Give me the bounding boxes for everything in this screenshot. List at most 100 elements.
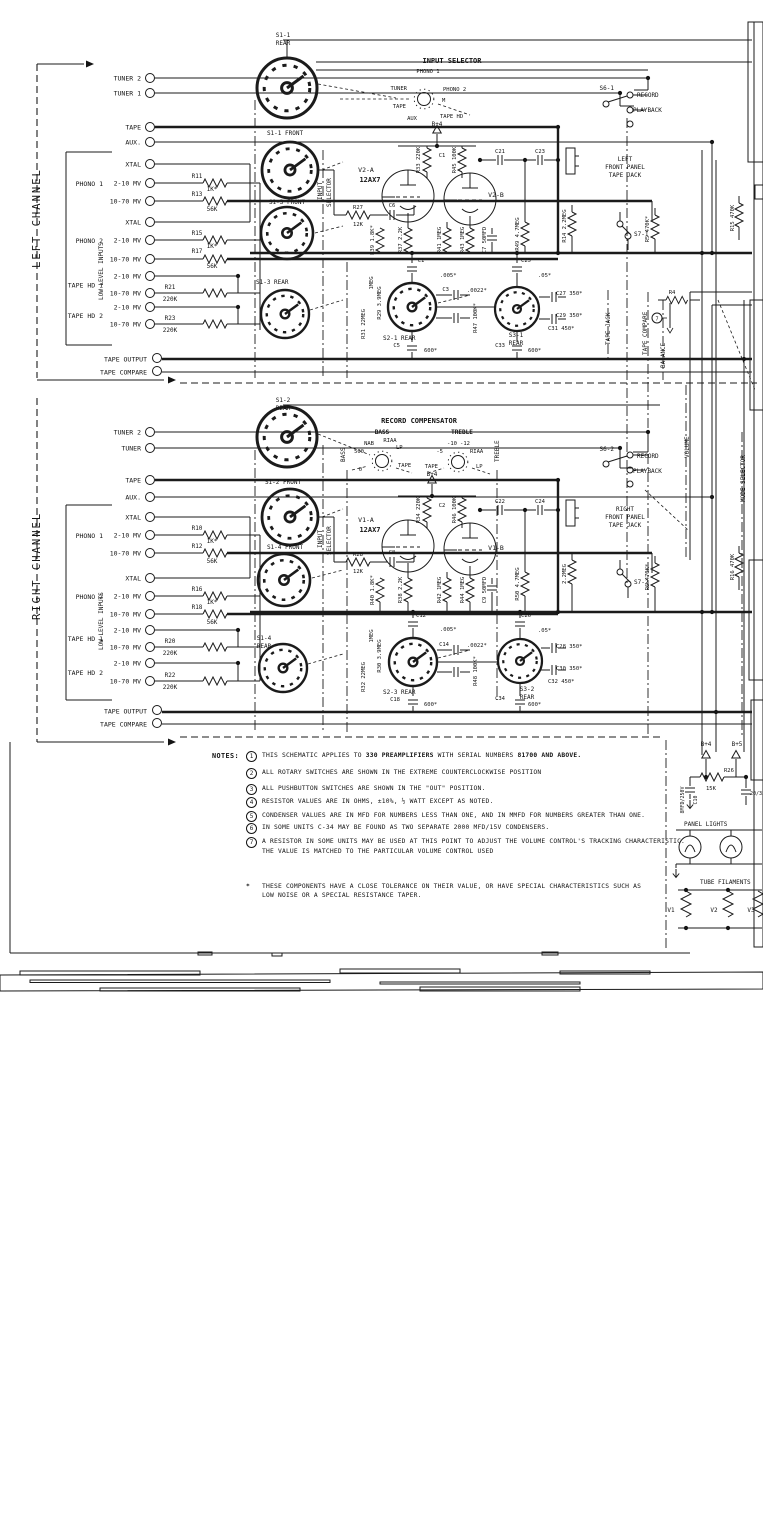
part-label: R48 100K*: [473, 656, 479, 686]
terminal-label: TUNER: [121, 445, 141, 453]
terminal-label: XTAL: [125, 161, 141, 169]
part-label: R47 100K*: [473, 303, 479, 333]
part-label: R45 100K: [452, 146, 458, 173]
switch-label: S1-4: [257, 635, 272, 642]
switch-label: S1-2: [276, 397, 291, 404]
part-label: C29 350*: [556, 313, 583, 319]
part-label: 15K: [706, 786, 717, 792]
part-label: 56K: [207, 619, 218, 626]
selector-pos: PHONO 1: [416, 69, 439, 75]
part-label: R21: [165, 284, 176, 291]
terminal-label: 2-10 MV: [114, 593, 141, 601]
terminal-label: TAPE: [125, 477, 141, 485]
part-label: R4: [669, 290, 676, 296]
selector-pos: TUNER: [390, 86, 407, 92]
terminal-label: XTAL: [125, 219, 141, 227]
part-label: R28: [353, 552, 363, 558]
low-level-inputs-label: LOW LEVEL INPUTS: [98, 592, 105, 650]
switch-label: S1-1 FRONT: [267, 130, 304, 137]
dial-pos: -12: [460, 441, 470, 447]
control-shaft-lines: [254, 100, 743, 738]
terminal-label: 2-10 MV: [114, 304, 141, 312]
supply-label: B+4: [701, 741, 712, 748]
part-label: C1: [418, 258, 425, 264]
right-channel-labels: RIGHT CHANNEL LOW LEVEL INPUTS TUNER 2 T…: [31, 397, 736, 729]
group-label: PHONO 2: [76, 237, 103, 245]
part-label: R39 1.8K*: [370, 225, 376, 255]
part-label: 1K*: [207, 599, 218, 606]
input-selector-vertical: INPUT: [317, 182, 324, 200]
bass-label: BASS: [375, 429, 390, 436]
terminal-label: XTAL: [125, 575, 141, 583]
selector-dials: [340, 88, 491, 475]
part-label: C5: [393, 343, 400, 349]
part-label: C8: [389, 550, 396, 556]
part-label: R17: [192, 248, 203, 255]
playback-label: PLAYBACK: [633, 468, 662, 475]
group-label: TAPE HD 1: [68, 282, 103, 290]
part-label: C25: [521, 258, 531, 264]
terminal-label: 10-70 MV: [110, 644, 141, 652]
part-label: R6 470K*: [645, 564, 651, 591]
right-tube-stage: [318, 475, 561, 612]
part-label: C32 450*: [548, 679, 575, 685]
note-line: CONDENSER VALUES ARE IN MFD FOR NUMBERS …: [262, 812, 646, 819]
part-label: 600*: [528, 348, 541, 354]
frame-and-brackets: [9, 39, 757, 954]
part-label: 12K: [353, 569, 364, 575]
part-label: R13: [192, 191, 203, 198]
part-label: C7 50MFD: [482, 227, 488, 254]
selector-pos: M: [442, 98, 446, 104]
part-label: R50 4.7MEG: [515, 567, 521, 600]
part-label: 600*: [424, 702, 437, 708]
terminal-label: 10-70 MV: [110, 290, 141, 298]
part-label: 220K: [163, 650, 178, 657]
bass-shaft-label: BASS: [340, 447, 347, 462]
selector-pos: PHONO 2: [443, 87, 466, 93]
part-label: 1K*: [207, 538, 218, 545]
part-label: R31 22MEG: [361, 309, 367, 339]
dial-pos: LP: [396, 445, 403, 451]
terminal-label: 10-70 MV: [110, 198, 141, 206]
footnote-star: *: [246, 883, 250, 890]
part-label: 20/350V: [750, 791, 763, 797]
tape-jack-switching: [565, 91, 756, 755]
part-label: R27: [353, 205, 363, 211]
part-label: C6: [389, 203, 396, 209]
switch-label: S3-1: [509, 332, 524, 339]
terminal-label: 2-10 MV: [114, 660, 141, 668]
part-label: R41 1MEG: [437, 227, 443, 254]
footnote-line: LOW NOISE OR A SPECIAL RESISTANCE TAPER.: [262, 892, 422, 899]
terminal-label: 2-10 MV: [114, 237, 141, 245]
part-label: R23: [165, 315, 176, 322]
group-label: PHONO 1: [76, 532, 103, 540]
terminal-label: TAPE OUTPUT: [104, 708, 147, 716]
selector-pos: TAPE HD: [440, 114, 463, 120]
note-number: 4: [246, 797, 257, 808]
input-selector-vertical: SELECTOR: [326, 178, 333, 207]
dial-pos: TAPE: [425, 464, 438, 470]
balance-shaft-label: BALANCE: [660, 342, 667, 368]
tape-jack-caption: FRONT PANEL: [605, 514, 645, 521]
power-supply: [672, 750, 763, 931]
terminal-label: TAPE COMPARE: [100, 721, 147, 729]
part-label: C3: [442, 287, 449, 293]
note7-marker: 7: [655, 317, 658, 323]
tube-label: V1-B: [488, 544, 504, 552]
part-label: 56K: [207, 206, 218, 213]
right-channel-title: RIGHT CHANNEL: [31, 512, 43, 620]
tube-label: V1-A: [358, 516, 374, 524]
part-label: R38 2.2K: [398, 576, 404, 603]
note-number: 1: [246, 751, 257, 762]
part-label: .005*: [440, 627, 457, 633]
selector-pos: AUX: [407, 116, 418, 122]
part-label: C34: [495, 696, 506, 702]
part-label: C12: [416, 613, 426, 619]
switch-label: S3-2: [520, 686, 535, 693]
part-label: R22: [165, 672, 176, 679]
notes-title: NOTES:: [212, 752, 239, 760]
dial-pos: RIAA: [383, 438, 397, 444]
part-label: C18: [390, 697, 400, 703]
tape-jack-caption: TAPE JACK: [609, 522, 642, 529]
part-label: R20: [165, 638, 176, 645]
